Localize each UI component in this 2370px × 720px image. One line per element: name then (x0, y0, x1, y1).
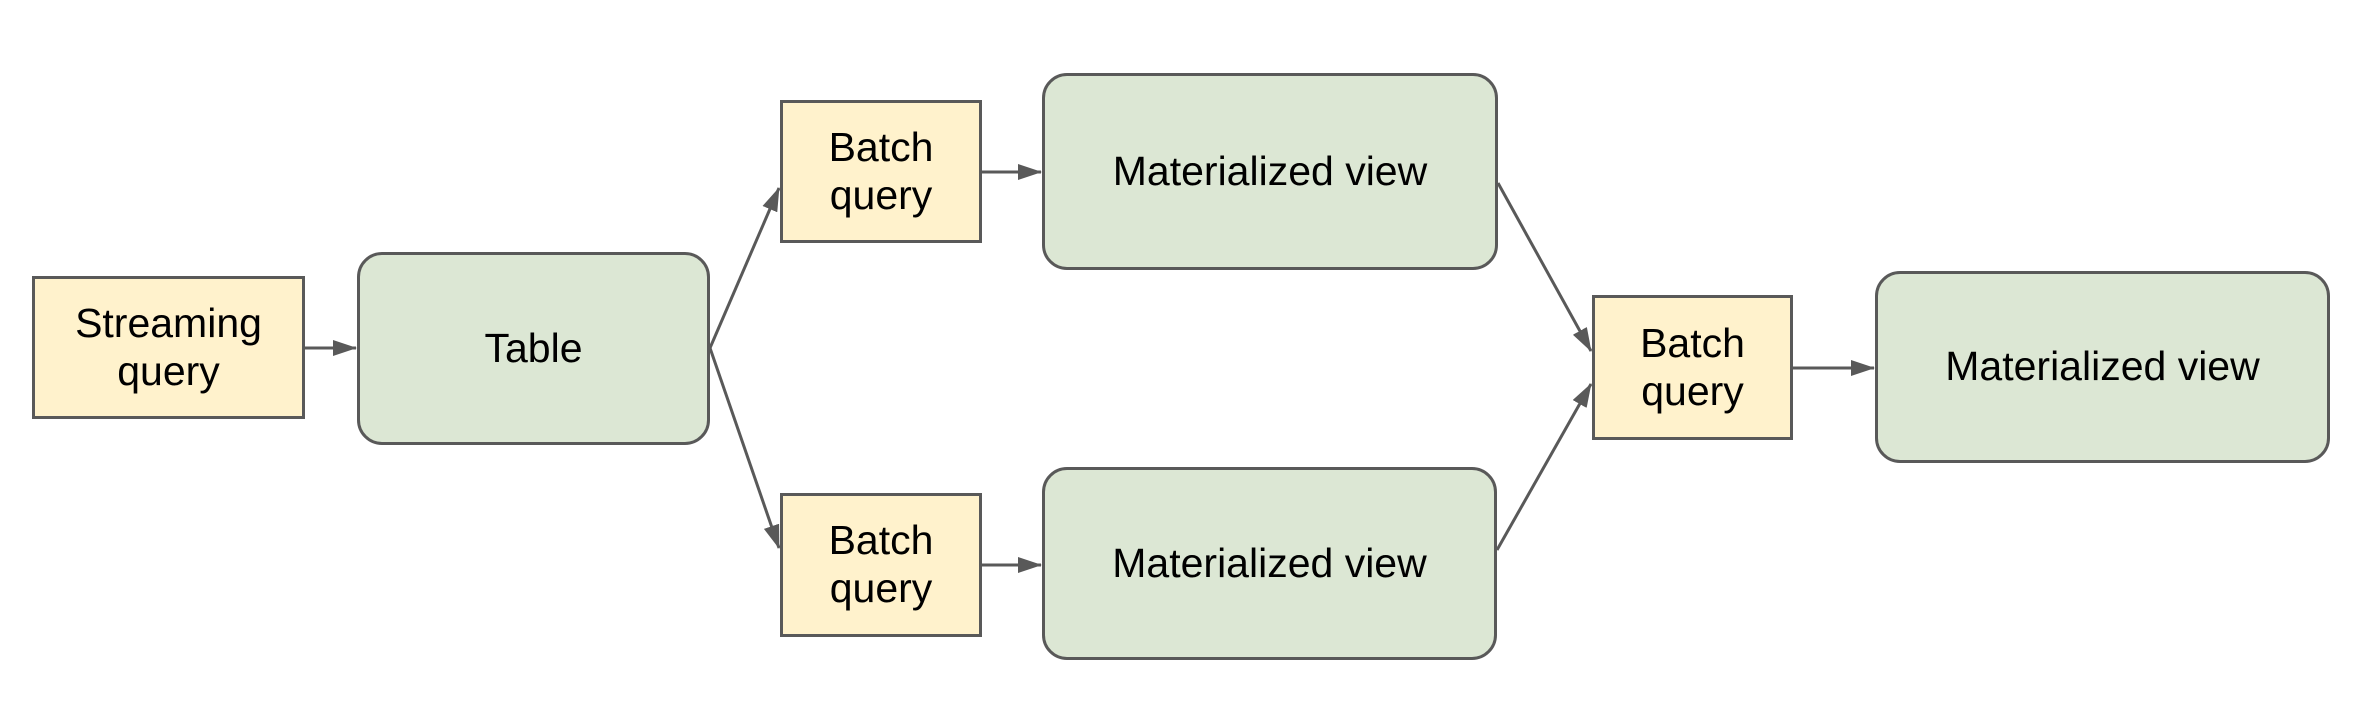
node-label: Batch query (828, 123, 934, 218)
node-streaming-query: Streaming query (32, 276, 305, 419)
node-label: Materialized view (1112, 147, 1428, 194)
node-label: Table (484, 324, 583, 371)
node-label: Batch query (828, 517, 934, 611)
node-materialized-view-top: Materialized view (1042, 73, 1498, 270)
node-label: Materialized view (1945, 343, 2260, 390)
node-materialized-view-right: Materialized view (1875, 271, 2330, 463)
node-materialized-view-bottom: Materialized view (1042, 467, 1497, 660)
edge-table-to-batch-query-bottom (708, 347, 781, 549)
node-batch-query-center: Batch query (1592, 295, 1793, 440)
node-label: Materialized view (1112, 539, 1427, 586)
node-table: Table (357, 252, 710, 445)
node-label: Batch query (1640, 319, 1745, 414)
edge-materialized-view-bottom-to-batch-query-center (1495, 383, 1593, 551)
edge-table-to-batch-query-top (708, 187, 781, 349)
node-batch-query-top: Batch query (780, 100, 982, 243)
node-label: Streaming query (75, 299, 262, 394)
edge-materialized-view-top-to-batch-query-center (1496, 182, 1593, 352)
node-batch-query-bottom: Batch query (780, 493, 982, 637)
